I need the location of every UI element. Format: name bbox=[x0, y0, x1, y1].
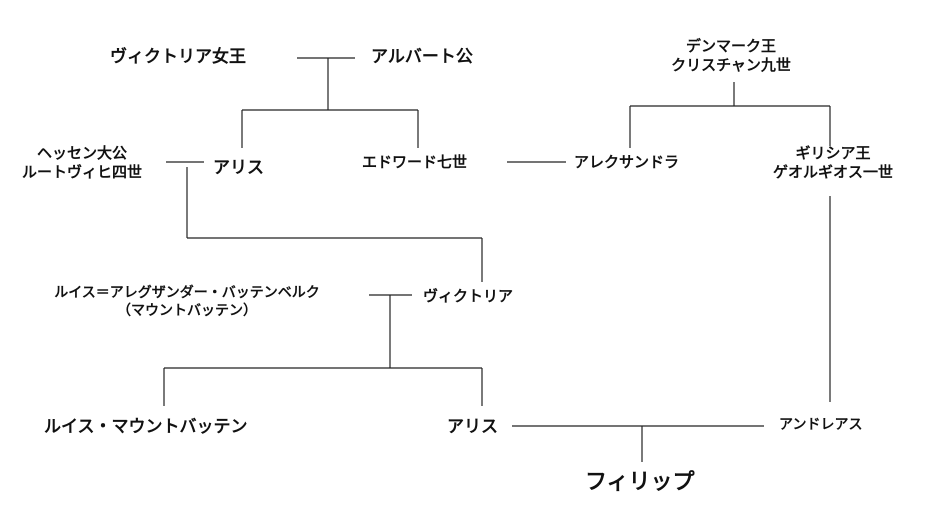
person-alice-of-battenberg: アリス bbox=[447, 417, 498, 437]
person-louis-mountbatten: ルイス・マウントバッテン bbox=[44, 417, 248, 437]
person-edward-vii: エドワード七世 bbox=[362, 153, 468, 171]
person-queen-victoria: ヴィクトリア女王 bbox=[110, 47, 246, 67]
person-prince-albert: アルバート公 bbox=[371, 47, 473, 67]
person-christian-ix-line2: クリスチャン九世 bbox=[671, 55, 791, 74]
person-george-i: ギリシア王 ゲオルギオス一世 bbox=[773, 144, 893, 182]
person-victoria: ヴィクトリア bbox=[423, 287, 514, 305]
person-louis-battenberg-line2: （マウントバッテン） bbox=[117, 302, 257, 319]
person-andreas: アンドレアス bbox=[779, 417, 863, 433]
person-christian-ix: デンマーク王 クリスチャン九世 bbox=[671, 37, 791, 75]
person-christian-ix-line1: デンマーク王 bbox=[685, 37, 777, 55]
person-philip: フィリップ bbox=[585, 470, 695, 495]
person-ludwig-iv-line1: ヘッセン大公 bbox=[36, 144, 128, 162]
person-george-i-line2: ゲオルギオス一世 bbox=[772, 162, 894, 181]
person-louis-battenberg-line1: ルイス＝アレグザンダー・バッテンベルク bbox=[54, 285, 320, 301]
person-louis-battenberg: ルイス＝アレグザンダー・バッテンベルク （マウントバッテン） bbox=[54, 285, 320, 320]
person-alexandra: アレクサンドラ bbox=[574, 153, 680, 171]
person-ludwig-iv: ヘッセン大公 ルートヴィヒ四世 bbox=[22, 144, 142, 182]
person-alice: アリス bbox=[213, 158, 264, 178]
person-george-i-line1: ギリシア王 bbox=[795, 144, 871, 162]
person-ludwig-iv-line2: ルートヴィヒ四世 bbox=[21, 162, 143, 181]
